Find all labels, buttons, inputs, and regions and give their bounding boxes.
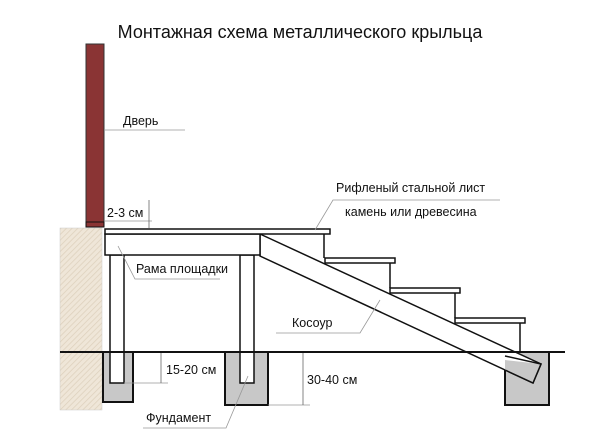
stringer xyxy=(259,232,542,385)
steps xyxy=(323,234,526,352)
platform-frame xyxy=(104,233,261,256)
step-tread xyxy=(324,257,396,264)
diagram-title: Монтажная схема металлического крыльца xyxy=(118,22,484,42)
sheet-label: Рифленый стальной лист xyxy=(336,181,485,195)
step-tread xyxy=(389,287,461,294)
stringer-label: Косоур xyxy=(292,316,333,330)
sheet-leader xyxy=(314,199,500,231)
gap-label: 2-3 см xyxy=(107,206,143,220)
post-middle xyxy=(239,254,255,384)
stringer-end-in-foundation xyxy=(505,360,541,383)
door-label: Дверь xyxy=(123,114,158,128)
stringer-leader xyxy=(276,299,381,334)
post-depth-label: 15-20 см xyxy=(166,363,216,377)
step-tread xyxy=(454,317,526,324)
foundation-depth-label: 30-40 см xyxy=(307,373,357,387)
sheet-label-alt: камень или древесина xyxy=(345,205,477,219)
door-threshold xyxy=(85,221,105,228)
frame-leader xyxy=(117,245,220,280)
frame-label: Рама площадки xyxy=(136,262,228,276)
platform-top-sheet xyxy=(104,228,331,235)
door xyxy=(85,43,105,223)
house-wall xyxy=(59,227,103,411)
foundation-leader xyxy=(143,375,249,429)
post-left xyxy=(109,254,125,384)
foundation-label: Фундамент xyxy=(146,411,211,425)
